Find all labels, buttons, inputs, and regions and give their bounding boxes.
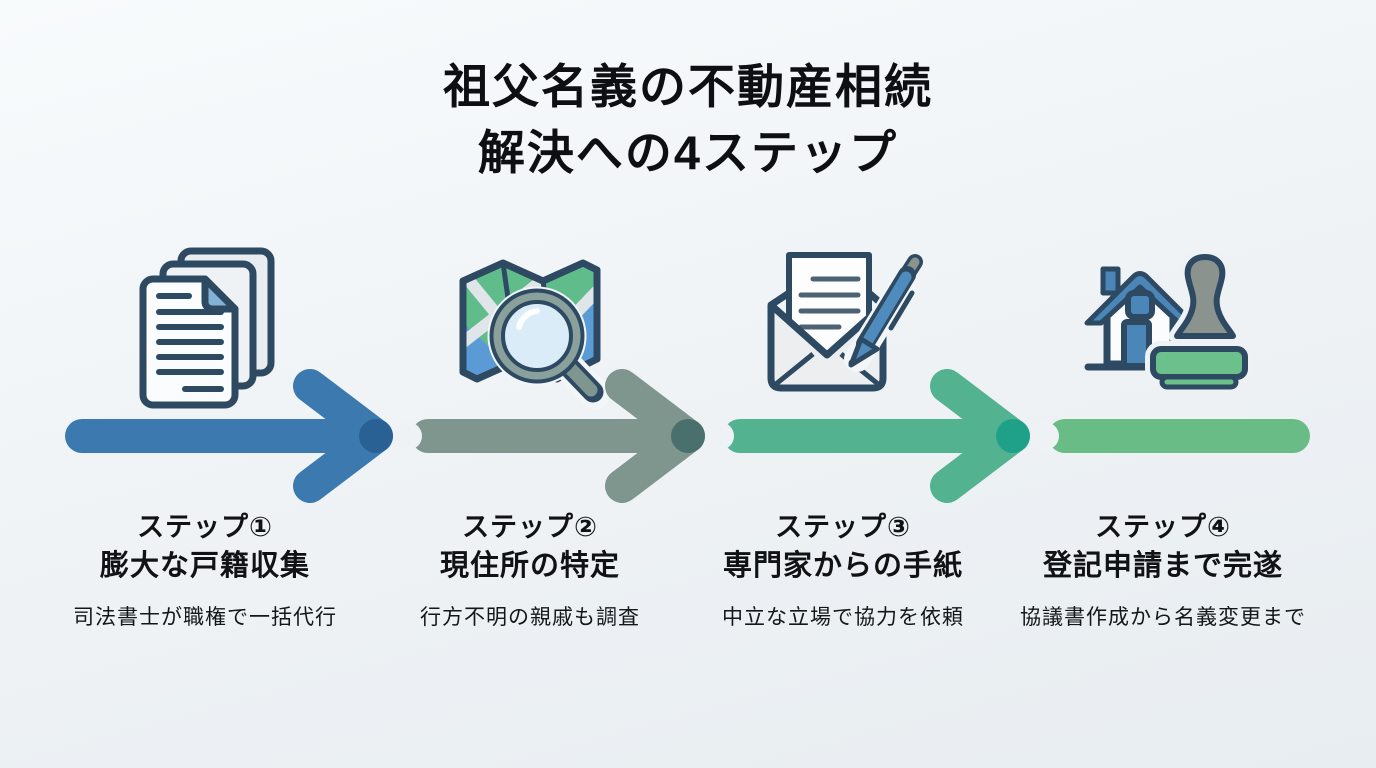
step-3-heading: 専門家からの手紙 [722,550,963,582]
documents-stack-icon [139,247,275,409]
arrow-bar-3 [723,419,997,453]
step-1-description: 司法書士が職権で一括代行 [73,606,337,629]
arrow-notch-1 [394,422,422,450]
arrow-joint-1 [359,419,393,453]
step-2-heading: 現住所の特定 [439,550,620,582]
step-2-label: ステップ② [462,512,598,542]
arrow-joint-2 [671,419,705,453]
envelope-pen-icon [767,252,923,392]
step-column-4: ステップ④ 登記申請まで完遂 協議書作成から名義変更まで [993,509,1333,631]
step-column-3: ステップ③ 専門家からの手紙 中立な立場で協力を依頼 [673,509,1013,631]
step-4-description: 協議書作成から名義変更まで [1020,606,1306,629]
step-1-heading: 膨大な戸籍収集 [99,550,310,582]
arrow-bar-2 [411,419,672,453]
step-4-label: ステップ④ [1095,512,1231,542]
process-arrow-track [65,369,1310,503]
step-column-1: ステップ① 膨大な戸籍収集 司法書士が職権で一括代行 [35,509,375,631]
step-3-description: 中立な立場で協力を依頼 [722,606,964,629]
arrow-notch-3 [1031,422,1059,450]
arrow-bar-4 [1048,419,1310,453]
step-3-label: ステップ③ [775,512,911,542]
arrow-bar-1 [65,419,365,453]
page-title: 祖父名義の不動産相続 解決への4ステップ [0,54,1376,186]
step-1-label: ステップ① [137,512,273,542]
step-column-2: ステップ② 現住所の特定 行方不明の親戚も調査 [360,509,700,631]
step-2-description: 行方不明の親戚も調査 [420,606,640,629]
house-stamp-icon [1084,249,1253,390]
step-4-heading: 登記申請まで完遂 [1042,550,1283,582]
map-search-icon [459,259,610,409]
arrow-joint-3 [996,419,1030,453]
title-line-1: 祖父名義の不動産相続 [443,60,933,113]
arrow-notch-2 [706,422,734,450]
title-line-2: 解決への4ステップ [477,126,899,179]
